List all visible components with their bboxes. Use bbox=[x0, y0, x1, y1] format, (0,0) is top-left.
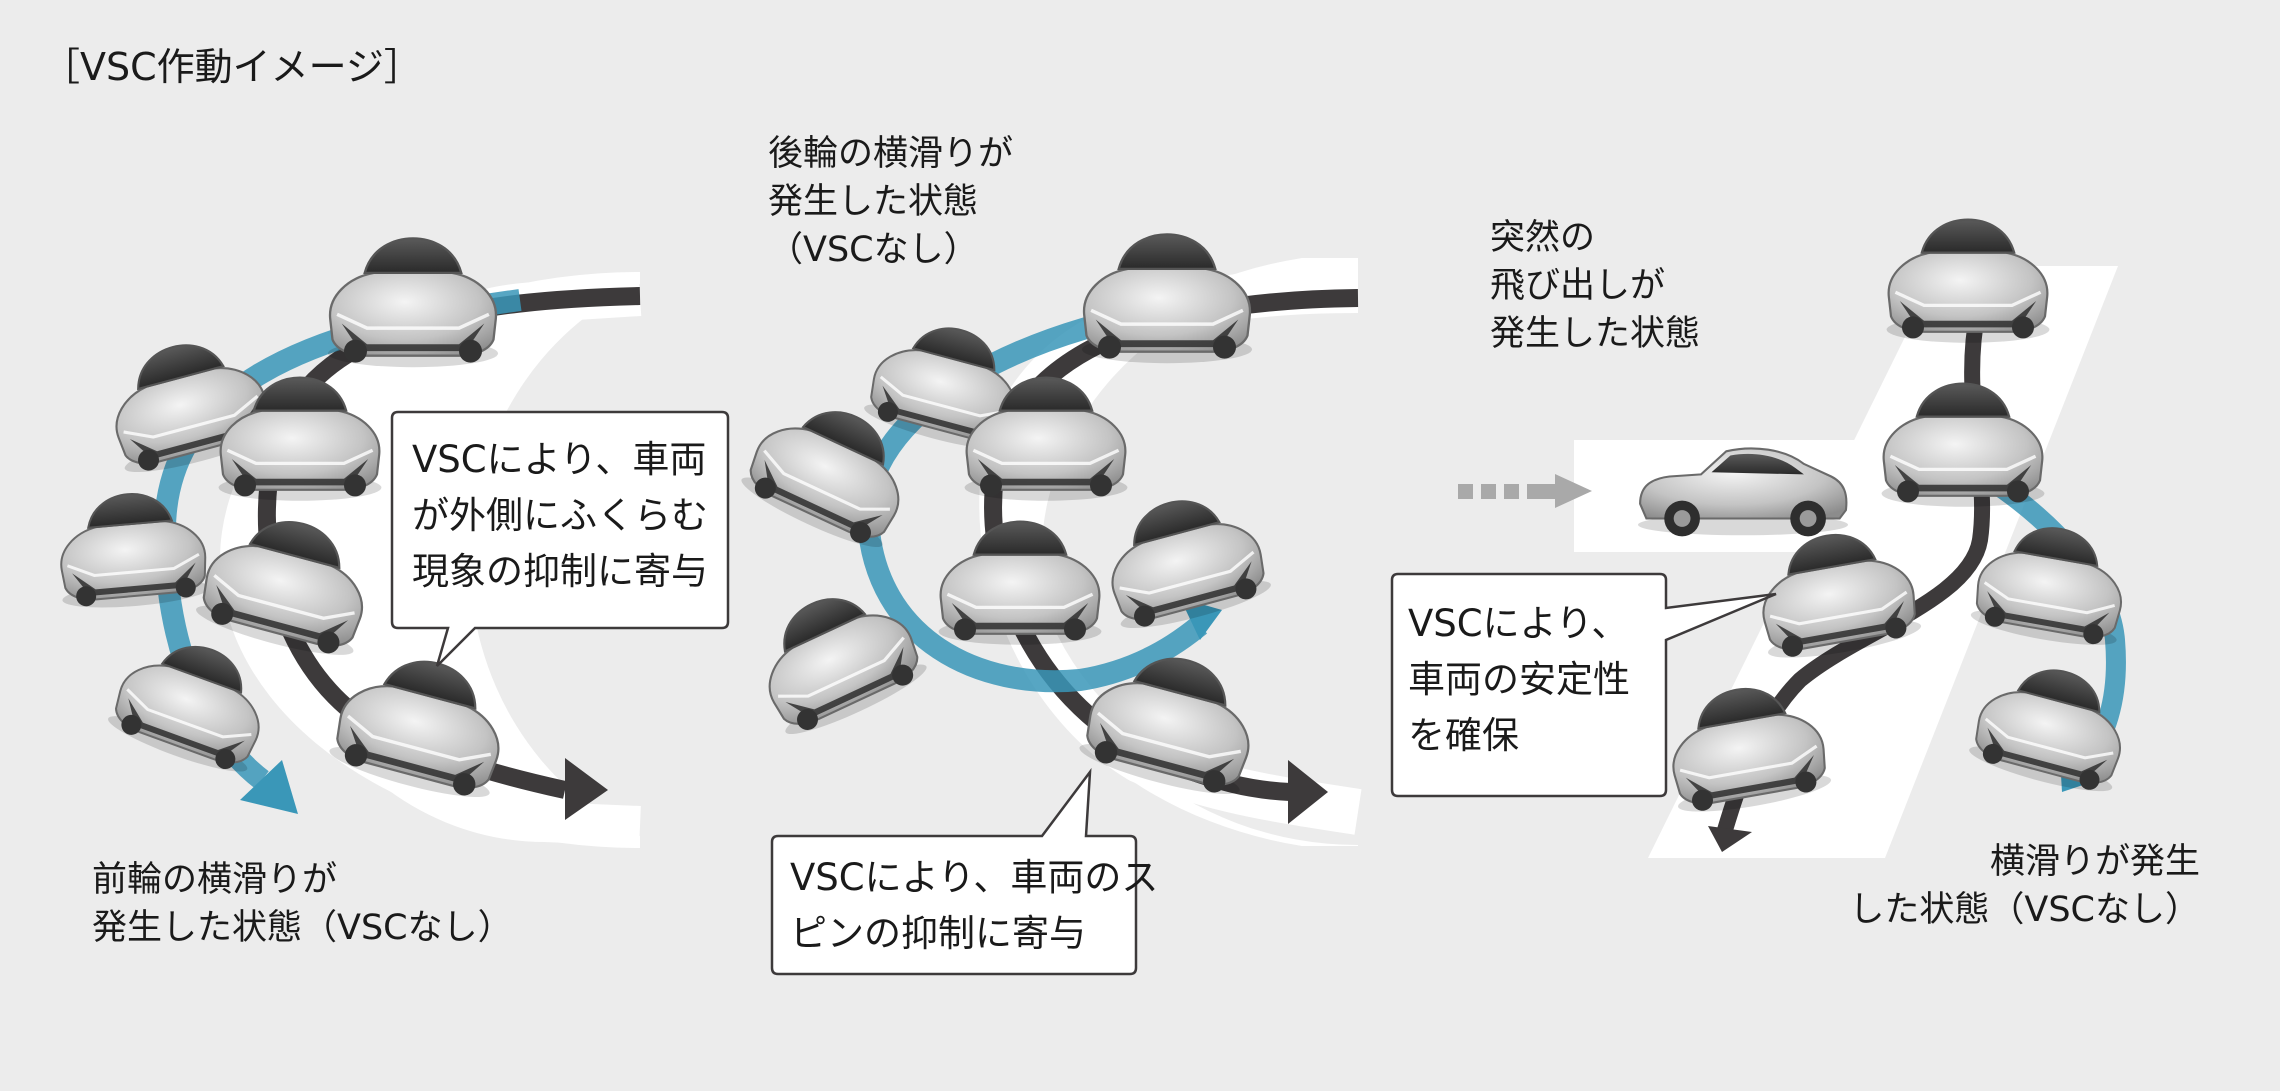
callout-text-front-skid: VSCにより、車両 が外側にふくらむ 現象の抑制に寄与 bbox=[412, 432, 708, 600]
label-rear-skid: 後輪の横滑りが 発生した状態 （VSCなし） bbox=[768, 130, 1013, 274]
label-line: 前輪の横滑りが bbox=[92, 860, 338, 900]
callout-bubble-3 bbox=[1390, 572, 1777, 798]
callout-line: VSCにより、車両 bbox=[412, 438, 707, 481]
arrowhead-icon bbox=[240, 760, 298, 814]
label-front-skid: 前輪の横滑りが 発生した状態（VSCなし） bbox=[92, 856, 513, 952]
car-icon bbox=[1884, 217, 2052, 345]
arrowhead-icon bbox=[1288, 760, 1328, 824]
label-line: （VSCなし） bbox=[768, 230, 979, 270]
label-line: 横滑りが発生 bbox=[1989, 842, 2200, 882]
car-icon bbox=[739, 569, 934, 746]
label-line: 後輪の横滑りが bbox=[768, 134, 1014, 174]
callout-line: が外側にふくらむ bbox=[412, 494, 708, 537]
skid-path-blue-2 bbox=[856, 289, 1241, 693]
diagram-title: ［VSC作動イメージ］ bbox=[42, 45, 422, 89]
approach-arrow bbox=[1458, 474, 1592, 508]
label-sudden-obstacle: 突然の 飛び出しが 発生した状態 bbox=[1490, 214, 1700, 358]
car-icon bbox=[1091, 481, 1276, 639]
callout-line: ピンの抑制に寄与 bbox=[790, 912, 1086, 955]
label-line: 突然の bbox=[1490, 218, 1596, 258]
callout-bubble-2 bbox=[770, 767, 1138, 976]
panel-rear-skid-artwork bbox=[734, 232, 1362, 976]
panel-sudden-obstacle-artwork bbox=[1390, 217, 2140, 858]
callout-line: 現象の抑制に寄与 bbox=[412, 550, 708, 593]
callout-line: VSCにより、車両のス bbox=[790, 856, 1159, 899]
label-line: 発生した状態 bbox=[1490, 314, 1701, 354]
car-icon bbox=[936, 519, 1104, 647]
car-icon bbox=[52, 486, 213, 614]
panel-front-skid-artwork bbox=[52, 236, 730, 848]
label-line: した状態（VSCなし） bbox=[1849, 890, 2200, 930]
callout-line: VSCにより、 bbox=[1408, 602, 1629, 645]
label-sideslip-no-vsc: 横滑りが発生 した状態（VSCなし） bbox=[1830, 838, 2200, 934]
callout-bubble-1 bbox=[390, 410, 730, 667]
arrowhead-icon bbox=[565, 758, 608, 820]
label-line: 飛び出しが bbox=[1490, 266, 1666, 306]
car-icon bbox=[1080, 232, 1254, 365]
car-icon bbox=[326, 236, 500, 369]
label-line: 発生した状態 bbox=[768, 182, 979, 222]
label-line: 発生した状態（VSCなし） bbox=[92, 908, 513, 948]
callout-text-rear-skid: VSCにより、車両のス ピンの抑制に寄与 bbox=[790, 850, 1158, 962]
callout-line: を確保 bbox=[1408, 714, 1519, 757]
callout-text-sudden-obstacle: VSCにより、 車両の安定性 を確保 bbox=[1408, 596, 1630, 764]
arrowhead-icon bbox=[1708, 826, 1752, 852]
callout-line: 車両の安定性 bbox=[1408, 658, 1630, 701]
